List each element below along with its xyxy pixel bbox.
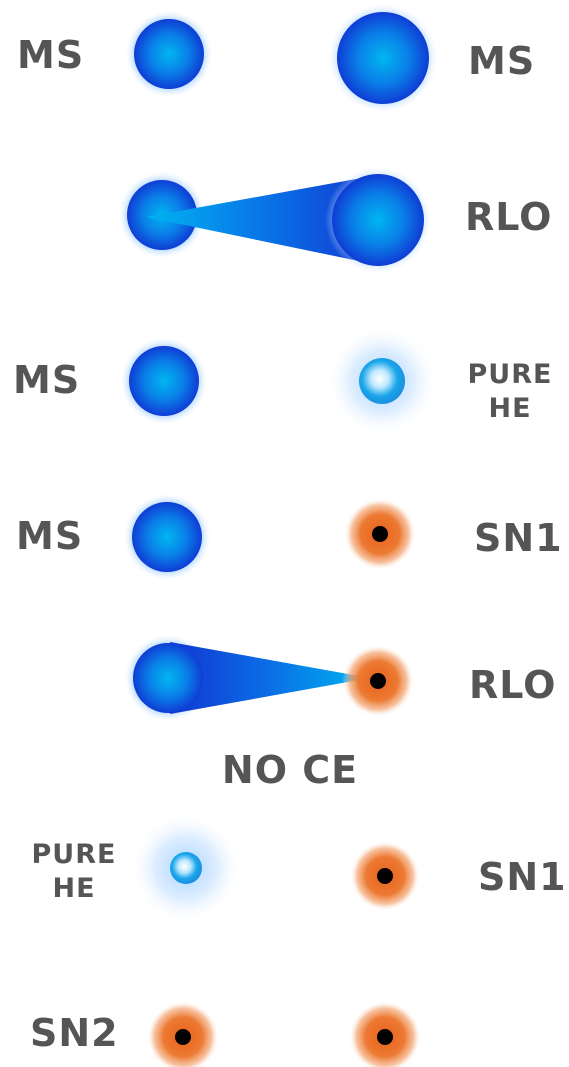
stage-2 xyxy=(119,167,431,273)
star-primary-ms xyxy=(129,346,199,416)
star-secondary-ms xyxy=(337,12,429,104)
helium-star-icon xyxy=(359,358,405,404)
stage-2-right-label: RLO xyxy=(465,195,553,239)
stage-4-right-label: SN1 xyxy=(474,516,563,560)
stage-3-right-label-line2: HE xyxy=(488,393,532,424)
compact-remnant-icon xyxy=(372,526,388,542)
stage-1-left-label: MS xyxy=(17,33,85,77)
compact-remnant-icon xyxy=(377,868,393,884)
stage-3-right-label-line1: PURE xyxy=(467,359,553,390)
stage-3 xyxy=(121,325,438,437)
mass-transfer-stream-icon xyxy=(170,642,370,714)
compact-remnant-icon xyxy=(175,1029,191,1045)
star-primary-ms xyxy=(134,19,204,89)
stage-8-left-label: SN2 xyxy=(30,1011,119,1055)
star-primary-ms xyxy=(132,502,202,572)
compact-remnant-icon xyxy=(370,673,386,689)
stage-7-left-label-line2: HE xyxy=(52,873,96,904)
stage-3-right-label: PURE HE xyxy=(458,358,562,426)
stage-7-left-label: PURE HE xyxy=(22,838,126,906)
helium-star-icon xyxy=(170,852,202,884)
stage-5 xyxy=(125,635,414,721)
stage-6-center-label: NO CE xyxy=(221,748,359,792)
stage-4-left-label: MS xyxy=(16,514,84,558)
stage-1 xyxy=(126,4,437,112)
mass-transfer-stream-icon xyxy=(146,175,378,265)
star-donor-rlo xyxy=(133,643,203,713)
stage-8 xyxy=(147,1001,421,1067)
stage-1-right-label: MS xyxy=(468,39,536,83)
stage-3-left-label: MS xyxy=(13,358,81,402)
stage-7-right-label: SN1 xyxy=(478,855,567,899)
compact-remnant-icon xyxy=(377,1029,393,1045)
stage-7-left-label-line1: PURE xyxy=(31,839,117,870)
stage-4 xyxy=(124,494,416,580)
star-donor-rlo xyxy=(332,174,424,266)
stage-5-right-label: RLO xyxy=(469,663,557,707)
stage-7 xyxy=(130,812,420,924)
